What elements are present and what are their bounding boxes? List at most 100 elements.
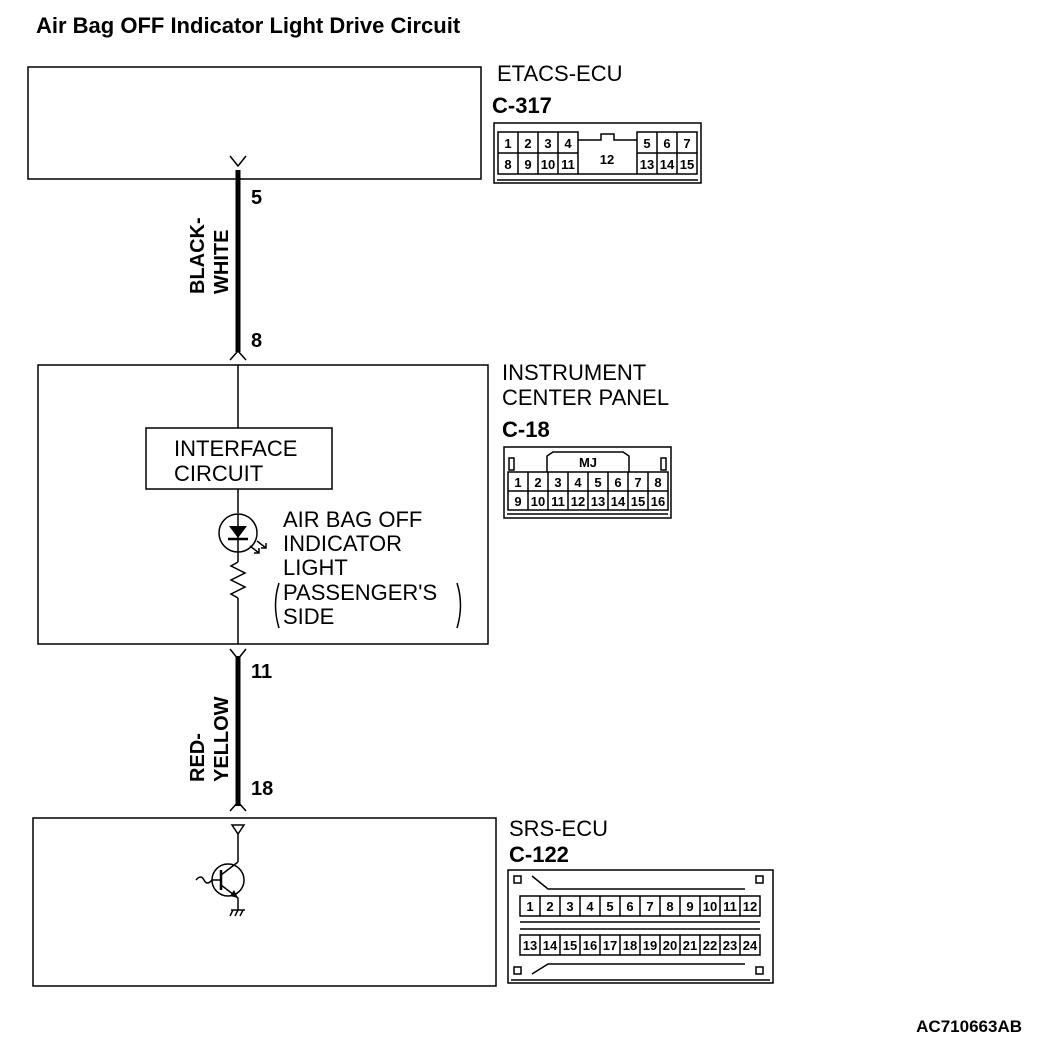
srs-pin-number: 18: [251, 778, 273, 800]
etacs-pin-label: 7: [683, 136, 690, 151]
srs-terminal-mark: [229, 800, 247, 812]
interface-circuit-label: CIRCUIT: [174, 461, 263, 486]
panel-connector-pin: 8: [654, 475, 661, 490]
panel-connector-pin: 15: [631, 494, 645, 509]
srs-connector-pin: 13: [523, 938, 537, 953]
srs-connector-pin: 10: [703, 899, 717, 914]
srs-connector-pin: 8: [666, 899, 673, 914]
etacs-pin-number: 5: [251, 187, 262, 209]
etacs-ecu-box: [27, 66, 482, 180]
indicator-light-label: LIGHT: [283, 555, 348, 580]
etacs-pin-label: 4: [564, 136, 572, 151]
etacs-pin-label: 5: [643, 136, 650, 151]
instrument-panel-connector-id: C-18: [502, 417, 550, 442]
etacs-pin-label: 11: [561, 157, 575, 172]
etacs-pin-label: 1: [504, 136, 511, 151]
srs-connector-pin: 14: [543, 938, 558, 953]
etacs-pin-label: 9: [524, 157, 531, 172]
panel-terminal-mark: [229, 648, 247, 661]
indicator-light-label: AIR BAG OFF: [283, 507, 422, 532]
instrument-panel-box: [37, 364, 489, 645]
srs-connector-pin: 21: [683, 938, 697, 953]
instrument-panel-label: CENTER PANEL: [502, 385, 669, 410]
panel-connector-pin: 9: [514, 494, 521, 509]
srs-connector-pin: 19: [643, 938, 657, 953]
srs-connector-pin: 24: [743, 938, 758, 953]
instrument-panel-connector-mark: MJ: [579, 455, 597, 470]
panel-pin-number: 11: [251, 661, 272, 683]
indicator-light-label: SIDE: [283, 604, 334, 629]
srs-connector-pin: 6: [626, 899, 633, 914]
srs-connector-pin: 7: [646, 899, 653, 914]
wire-color-label-black-white: BLACK- WHITE: [187, 217, 233, 294]
wire-color-line: WHITE: [211, 230, 233, 294]
indicator-light-label: PASSENGER'S: [283, 580, 437, 605]
srs-connector-pin: 16: [583, 938, 597, 953]
diagram-title: Air Bag OFF Indicator Light Drive Circui…: [36, 13, 461, 38]
srs-connector-id: C-122: [509, 842, 569, 867]
etacs-pin-label: 8: [504, 157, 511, 172]
etacs-pin-label: 14: [660, 157, 675, 172]
panel-connector-pin: 11: [551, 494, 565, 509]
srs-ecu-box: [32, 817, 497, 987]
panel-connector-pin: 7: [634, 475, 641, 490]
srs-ecu-label: SRS-ECU: [509, 816, 608, 841]
srs-connector-pin: 15: [563, 938, 577, 953]
bracket-right: [456, 582, 462, 629]
srs-connector-pin: 3: [566, 899, 573, 914]
panel-pin-number: 8: [251, 330, 262, 352]
resistor-icon: [229, 561, 247, 599]
terminal-triangle-icon: [230, 824, 246, 836]
panel-connector-pin: 3: [554, 475, 561, 490]
panel-connector-pin: 4: [574, 475, 582, 490]
srs-connector-pin: 18: [623, 938, 637, 953]
etacs-connector-face: [493, 122, 702, 184]
panel-terminal-mark: [229, 349, 247, 361]
panel-connector-pin: 6: [614, 475, 621, 490]
etacs-pin-label: 6: [663, 136, 670, 151]
ground-icon: [229, 909, 245, 917]
interface-circuit-box: [145, 427, 333, 490]
srs-connector-pin: 23: [723, 938, 737, 953]
wire-color-label-red-yellow: RED- YELLOW: [187, 696, 233, 782]
srs-connector-pin: 9: [686, 899, 693, 914]
srs-connector-pin: 20: [663, 938, 677, 953]
panel-connector-pin: 10: [531, 494, 545, 509]
panel-connector-pin: 14: [611, 494, 626, 509]
transistor-icon: [195, 861, 245, 899]
srs-connector-pin: 17: [603, 938, 617, 953]
etacs-pin-label: 15: [680, 157, 694, 172]
indicator-light-label: INDICATOR: [283, 531, 402, 556]
srs-connector-pin: 2: [546, 899, 553, 914]
etacs-pin-label: 10: [541, 157, 555, 172]
panel-connector-pin: 16: [651, 494, 665, 509]
wire-color-line: YELLOW: [211, 696, 233, 782]
etacs-terminal-mark: [229, 155, 247, 168]
srs-connector-pin: 12: [743, 899, 757, 914]
srs-connector-pin: 5: [606, 899, 613, 914]
srs-connector-pin: 1: [526, 899, 533, 914]
srs-connector-pin: 4: [586, 899, 594, 914]
etacs-pin-label: 13: [640, 157, 654, 172]
panel-connector-pin: 2: [534, 475, 541, 490]
panel-connector-pin: 13: [591, 494, 605, 509]
panel-connector-pin: 5: [594, 475, 601, 490]
instrument-panel-connector-face: [503, 446, 672, 519]
srs-connector-pin: 11: [723, 899, 737, 914]
etacs-pin-label: 2: [524, 136, 531, 151]
srs-connector-face: [507, 869, 774, 984]
instrument-panel-label: INSTRUMENT: [502, 360, 646, 385]
wire-color-line: RED-: [187, 733, 209, 782]
etacs-connector-id: C-317: [492, 93, 552, 118]
panel-connector-pin: 12: [571, 494, 585, 509]
wire-color-line: BLACK-: [187, 217, 209, 294]
srs-connector-pin: 22: [703, 938, 717, 953]
interface-circuit-label: INTERFACE: [174, 436, 297, 461]
etacs-pin-label: 12: [600, 152, 614, 167]
panel-connector-pin: 1: [514, 475, 521, 490]
etacs-ecu-label: ETACS-ECU: [497, 61, 623, 86]
etacs-pin-label: 3: [544, 136, 551, 151]
led-icon: [218, 513, 267, 554]
bracket-left: [274, 582, 280, 629]
